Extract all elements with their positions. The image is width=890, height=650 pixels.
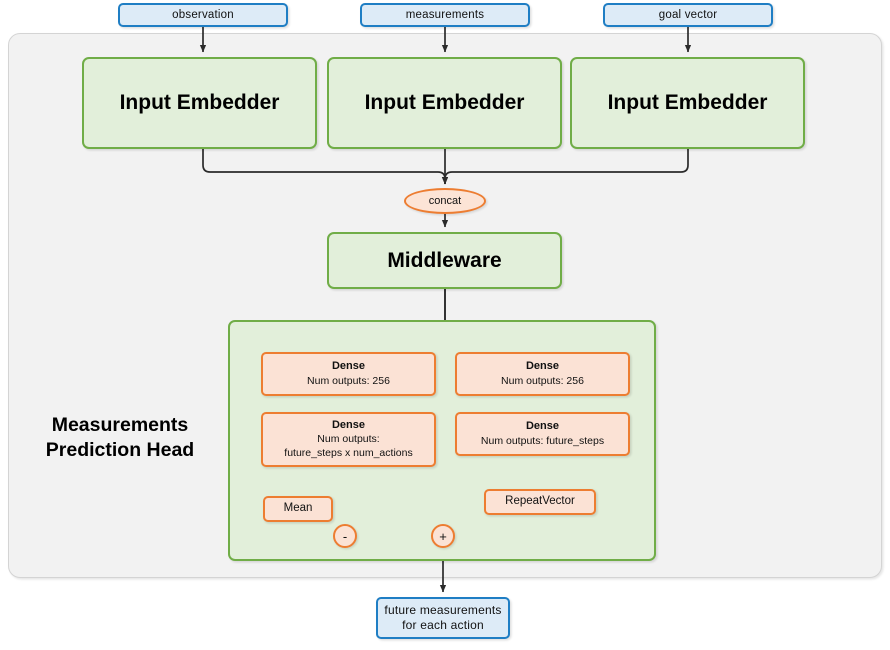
output-line-2: for each action [402, 618, 484, 632]
dense-right-2-outputs: Num outputs: future_steps [480, 434, 605, 447]
subtract-operator-node[interactable]: - [333, 524, 357, 548]
output-line-1: future measurements [384, 603, 502, 617]
middleware-block[interactable]: Middleware [327, 232, 562, 289]
head-label-line-1: Measurements [51, 414, 189, 436]
input-embedder-observation[interactable]: Input Embedder [82, 57, 317, 149]
add-operator-node[interactable]: + [431, 524, 455, 548]
input-embedder-measurements[interactable]: Input Embedder [327, 57, 562, 149]
dense-left-2-outputs-label: Num outputs: [317, 433, 380, 446]
dense-left-2[interactable]: Dense Num outputs: future_steps x num_ac… [261, 412, 436, 467]
dense-left-1-title: Dense [331, 360, 366, 373]
mean-block[interactable]: Mean [263, 496, 333, 522]
input-observation[interactable]: observation [118, 3, 288, 27]
dense-right-1-title: Dense [525, 360, 560, 373]
input-goal-vector[interactable]: goal vector [603, 3, 773, 27]
dense-left-1[interactable]: Dense Num outputs: 256 [261, 352, 436, 396]
input-embedder-goal-vector[interactable]: Input Embedder [570, 57, 805, 149]
head-label-line-2: Prediction Head [45, 439, 195, 461]
dense-right-2[interactable]: Dense Num outputs: future_steps [455, 412, 630, 456]
dense-left-1-outputs: Num outputs: 256 [307, 374, 390, 387]
measurements-prediction-head-label: Measurements Prediction Head [20, 408, 220, 468]
dense-right-2-title: Dense [525, 420, 560, 433]
concat-node[interactable]: concat [404, 188, 486, 214]
repeat-vector-block[interactable]: RepeatVector [484, 489, 596, 515]
dense-left-2-title: Dense [331, 418, 366, 431]
dense-right-1[interactable]: Dense Num outputs: 256 [455, 352, 630, 396]
dense-right-1-outputs: Num outputs: 256 [501, 374, 584, 387]
dense-left-2-outputs-value: future_steps x num_actions [284, 447, 413, 460]
output-future-measurements[interactable]: future measurements for each action [376, 597, 510, 639]
input-measurements[interactable]: measurements [360, 3, 530, 27]
